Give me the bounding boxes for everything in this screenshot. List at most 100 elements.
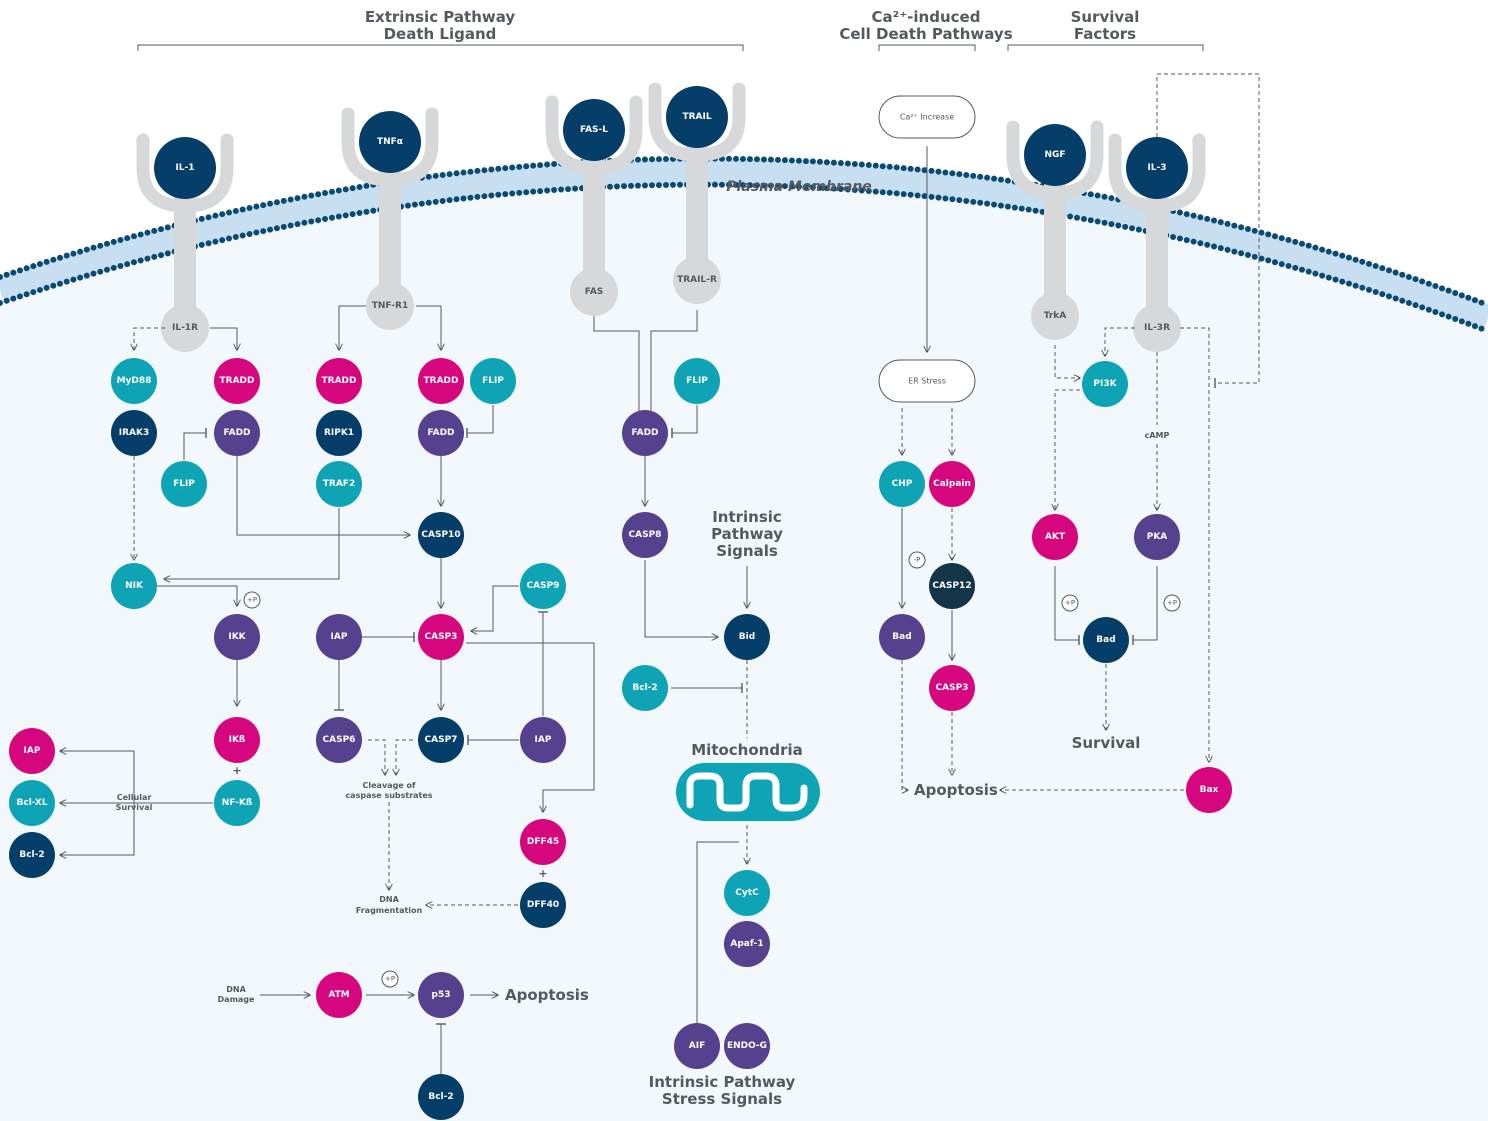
intrinsic-signals-line1: Intrinsic: [712, 508, 782, 526]
intrinsic-signals-line3: Signals: [716, 542, 778, 560]
bad-surv-circle: [1083, 617, 1129, 663]
mitochondrion: Mitochondria: [676, 741, 820, 821]
ca-bracket: [878, 44, 976, 51]
phospho-badge-1: +P: [243, 591, 261, 609]
er-stress-label: ER Stress: [908, 377, 946, 386]
edge-il3r-bax: [1180, 327, 1209, 762]
bcl2-left-circle: [9, 832, 55, 878]
bad-ca-label: Bad: [892, 632, 911, 642]
node-casp12: CASP12: [929, 563, 975, 609]
ikb-label: IKß: [229, 735, 246, 745]
extrinsic-bracket: [137, 44, 744, 51]
flip1-circle: [161, 461, 207, 507]
fadd1-circle: [214, 410, 260, 456]
node-flip3: FLIP: [674, 358, 720, 404]
cellular-survival-line1: Cellular: [117, 793, 152, 802]
receptors: IL-1RIL-1TNF-R1TNFαFASFAS-LTRAIL-RTRAILT…: [136, 82, 1206, 352]
il1r-stem: [174, 188, 196, 328]
ligand-tnfa-label: TNFα: [377, 137, 403, 147]
endog-circle: [724, 1023, 770, 1069]
tradd3-circle: [418, 358, 464, 404]
phospho-badge-2: +P: [381, 970, 399, 988]
bad-surv-label: Bad: [1096, 635, 1115, 645]
dff45-circle: [520, 819, 566, 865]
trka-label: TrkA: [1044, 311, 1067, 321]
dff40-label: DFF40: [527, 900, 559, 910]
node-bcl2-mid: Bcl-2: [622, 665, 668, 711]
edge-casp8-bid: [644, 560, 718, 637]
survival-header-line2: Factors: [1074, 25, 1136, 43]
il3r-stem: [1146, 188, 1168, 328]
node-bad-ca: Bad: [879, 614, 925, 660]
bclxl-label: Bcl-XL: [17, 798, 48, 808]
phospho-badge-3: -P: [908, 551, 926, 569]
aif-label: AIF: [689, 1041, 705, 1051]
casp9-circle: [520, 563, 566, 609]
casp6-label: CASP6: [323, 735, 356, 745]
edge-bad-apoptosis: [901, 660, 908, 790]
edge-flip-fadd2: [466, 405, 494, 438]
node-flip1: FLIP: [161, 461, 207, 507]
edge-fas-fadd: [593, 316, 639, 420]
edge-casp9-casp3: [471, 585, 519, 631]
node-irak3: IRAK3: [111, 410, 157, 456]
casp9-label: CASP9: [527, 581, 560, 591]
node-myd88: MyD88: [111, 358, 157, 404]
edge-pi3k-akt: [1055, 389, 1080, 510]
node-fadd3: FADD: [622, 410, 668, 456]
bclxl-circle: [9, 780, 55, 826]
node-casp8: CASP8: [622, 512, 668, 558]
traf2-circle: [316, 461, 362, 507]
ligand-fasl: [563, 99, 625, 161]
traf2-label: TRAF2: [323, 479, 355, 489]
edge-trailr-fadd: [651, 310, 698, 420]
node-flip2: FLIP: [470, 358, 516, 404]
node-akt: AKT: [1032, 514, 1078, 560]
node-ikk: IKK: [214, 614, 260, 660]
casp12-circle: [929, 563, 975, 609]
node-tradd3: TRADD: [418, 358, 464, 404]
apoptosis-p53-label: Apoptosis: [505, 986, 589, 1004]
node-endog: ENDO-G: [724, 1023, 770, 1069]
node-tradd2: TRADD: [316, 358, 362, 404]
node-fadd2: FADD: [418, 410, 464, 456]
fas-base: [570, 268, 618, 316]
edge-il3r-pi3k: [1105, 327, 1135, 356]
edge-il1r-tradd: [210, 327, 237, 350]
er-stress-box: [878, 359, 976, 403]
casp10-label: CASP10: [421, 530, 460, 540]
iap-right-label: IAP: [535, 735, 552, 745]
pi3k-label: PI3K: [1093, 379, 1117, 389]
node-casp3: CASP3: [418, 614, 464, 660]
dna-damage-line1: DNA: [226, 985, 246, 994]
irak3-label: IRAK3: [119, 428, 149, 438]
fas-cup: [545, 95, 643, 175]
ligand-tnfa: [359, 111, 421, 173]
tnfr1-base: [366, 282, 414, 330]
node-bad-surv: Bad: [1083, 617, 1129, 663]
ligand-il1: [154, 137, 216, 199]
tnfr1-cup: [341, 107, 439, 187]
phospho-badge-label: +P: [1167, 599, 1177, 607]
akt-circle: [1032, 514, 1078, 560]
node-casp7: CASP7: [418, 717, 464, 763]
fas-label: FAS: [585, 287, 604, 297]
tnfr1-label: TNF-R1: [372, 301, 408, 311]
casp10-circle: [418, 512, 464, 558]
iap-mid-label: IAP: [331, 632, 348, 642]
trka-cup: [1006, 120, 1104, 200]
node-aif: AIF: [674, 1023, 720, 1069]
casp3-label: CASP3: [425, 632, 458, 642]
node-traf2: TRAF2: [316, 461, 362, 507]
extrinsic-header-line2: Death Ligand: [384, 25, 497, 43]
mitochondria-label: Mitochondria: [691, 741, 803, 759]
node-casp10: CASP10: [418, 512, 464, 558]
node-bax: Bax: [1186, 767, 1232, 813]
ikk-label: IKK: [228, 632, 246, 642]
bid-label: Bid: [739, 632, 755, 642]
edge-pka-bad: [1132, 566, 1158, 645]
